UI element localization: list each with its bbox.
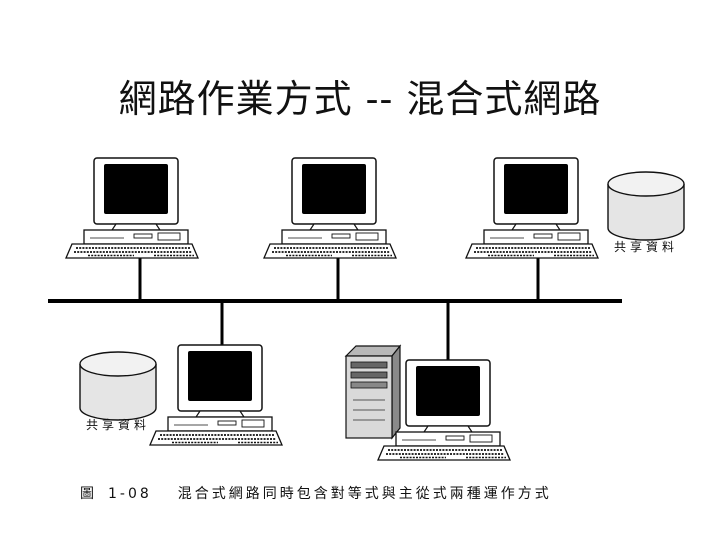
workstation-2 (264, 158, 396, 258)
caption-prefix: 圖 (80, 486, 94, 502)
caption-text: 混合式網路同時包含對等式與主從式兩種運作方式 (178, 486, 552, 502)
workstation-1 (66, 158, 198, 258)
workstation-3 (466, 158, 598, 258)
storage-right (608, 172, 684, 240)
storage-left-label: 共享資料 (86, 416, 150, 433)
storage-left (80, 352, 156, 420)
storage-right-label: 共享資料 (614, 238, 678, 255)
figure-caption: 圖 1-08 混合式網路同時包含對等式與主從式兩種運作方式 (80, 483, 552, 503)
server-tower (346, 346, 400, 438)
caption-number: 1-08 (108, 486, 152, 502)
workstation-4 (150, 345, 282, 445)
